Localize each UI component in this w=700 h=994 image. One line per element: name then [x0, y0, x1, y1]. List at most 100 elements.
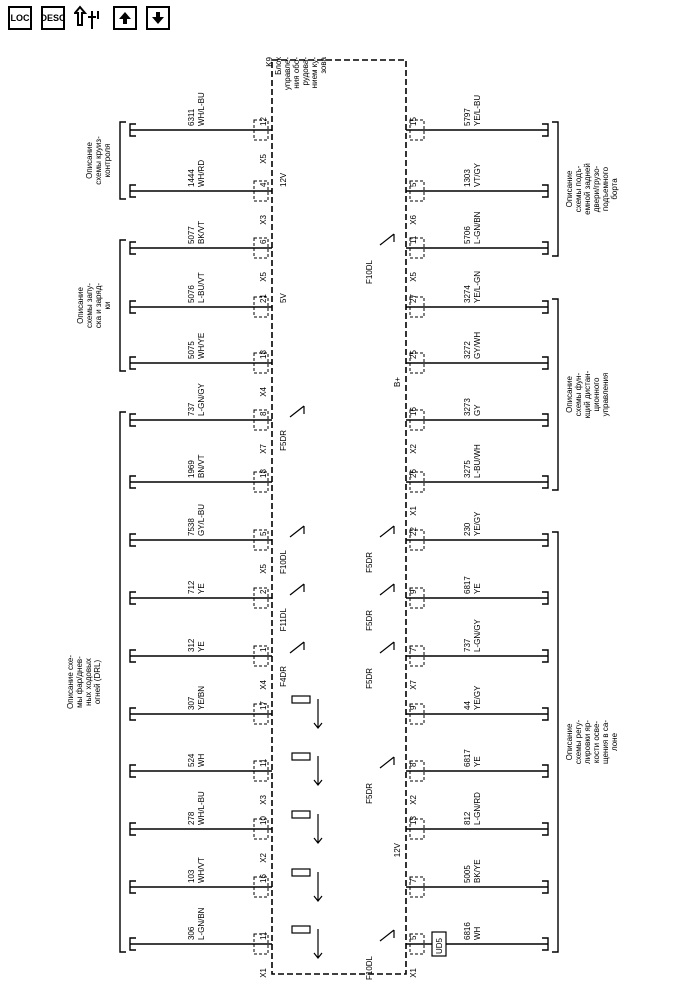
group-bracket	[552, 298, 559, 491]
wire-color: WH/RD	[197, 160, 206, 187]
wire-color: L-GN/GY	[473, 618, 482, 652]
pin-bracket	[253, 760, 269, 782]
pin-number: 4	[259, 182, 268, 187]
wire-color: L-GN/GY	[197, 382, 206, 416]
circuit-number: 1969	[187, 460, 196, 478]
switch-icon	[289, 583, 305, 596]
wire-color: WH/VT	[197, 857, 206, 883]
circuit-number: 1303	[463, 169, 472, 187]
terminal-right-icon	[542, 533, 549, 547]
terminal-right-icon	[542, 356, 549, 370]
terminal-right-icon	[542, 707, 549, 721]
resistor-icon	[291, 810, 311, 819]
description-text: щения в са-	[601, 720, 610, 764]
pin-bracket	[253, 119, 269, 141]
description-text: Описание схе-	[66, 655, 75, 709]
pin-number: 5	[409, 182, 418, 187]
terminal-right-icon	[542, 300, 549, 314]
wire-color: YE/L-GN	[473, 271, 482, 303]
arrow-down-button[interactable]	[146, 6, 170, 30]
arrow-up-button[interactable]	[113, 6, 137, 30]
circuit-number: 524	[187, 753, 196, 767]
description-text: подъемного	[601, 166, 610, 211]
wire-color: WH/YE	[197, 333, 206, 359]
ud5-box	[431, 931, 447, 957]
description-button[interactable]: DESC	[41, 6, 66, 30]
pin-number: 11	[259, 758, 268, 767]
pin-bracket	[409, 409, 425, 431]
connector-id: X2	[259, 852, 268, 862]
wire-color: YE	[197, 583, 206, 594]
terminal-left-icon	[129, 123, 136, 137]
description-text: емной задней	[583, 163, 592, 215]
toolbar: LOC DESC	[8, 5, 170, 36]
pin-bracket	[253, 180, 269, 202]
pin-number: 12	[259, 117, 268, 126]
resistor-icon	[291, 925, 311, 934]
pin-bracket	[253, 352, 269, 374]
pin-bracket	[253, 529, 269, 551]
driver-arrow-icon	[313, 929, 323, 959]
wire-color: WH/L-BU	[197, 92, 206, 126]
voltage-note: 5V	[279, 293, 288, 303]
pin-number: 11	[259, 931, 268, 940]
connector-id: X5	[259, 271, 268, 281]
connector-id: X3	[259, 214, 268, 224]
pin-number: 21	[259, 294, 268, 303]
location-label: LOC	[10, 13, 30, 23]
terminal-left-icon	[129, 241, 136, 255]
pin-bracket	[253, 703, 269, 725]
pin-number: 13	[409, 816, 418, 825]
description-text: Описание	[565, 170, 574, 207]
description-text: ска и заряд-	[94, 283, 103, 329]
pin-number: 15	[409, 117, 418, 126]
group-bracket	[119, 239, 126, 372]
switch-label: F11DL	[279, 607, 288, 631]
circuit-number: 230	[463, 522, 472, 536]
description-text: схемы регу-	[574, 720, 583, 765]
terminal-right-icon	[542, 591, 549, 605]
circuit-number: 3273	[463, 398, 472, 416]
circuit-number: 5075	[187, 341, 196, 359]
location-button[interactable]: LOC	[8, 6, 32, 30]
circuit-number: 5706	[463, 226, 472, 244]
circuit-number: 737	[187, 402, 196, 416]
wire-color: L-GN/BN	[473, 211, 482, 244]
terminal-right-icon	[542, 475, 549, 489]
description-text: Описание	[85, 142, 94, 179]
connector-id: X5	[409, 271, 418, 281]
pin-bracket	[409, 818, 425, 840]
pin-number: 18	[259, 469, 268, 478]
connector-id: X1	[409, 967, 418, 977]
wire-color: YE/GY	[473, 511, 482, 536]
terminal-right-icon	[542, 123, 549, 137]
pin-number: 6	[259, 239, 268, 244]
pin-number: 7	[409, 647, 418, 652]
circuit-number: 5076	[187, 285, 196, 303]
resistor-icon	[291, 695, 311, 704]
circuit-number: 737	[463, 638, 472, 652]
circuit-number: 6817	[463, 749, 472, 767]
pin-bracket	[409, 471, 425, 493]
pin-bracket	[253, 933, 269, 955]
terminal-left-icon	[129, 475, 136, 489]
circuit-number: 6311	[187, 108, 196, 126]
navigate-icon[interactable]	[74, 5, 104, 30]
pin-number: 7	[409, 878, 418, 883]
pin-bracket	[253, 876, 269, 898]
pin-number: 27	[409, 294, 418, 303]
circuit-number: 3275	[463, 460, 472, 478]
connector-id: X5	[259, 563, 268, 573]
pin-number: 9	[409, 589, 418, 594]
group-bracket	[119, 411, 126, 953]
pin-number: 22	[409, 527, 418, 536]
pin-number: 1	[259, 647, 268, 652]
driver-arrow-icon	[313, 756, 323, 786]
pin-number: 18	[259, 350, 268, 359]
circuit-number: 7538	[187, 518, 196, 536]
terminal-left-icon	[129, 533, 136, 547]
terminal-right-icon	[542, 764, 549, 778]
terminal-right-icon	[542, 413, 549, 427]
pin-number: 17	[259, 701, 268, 710]
